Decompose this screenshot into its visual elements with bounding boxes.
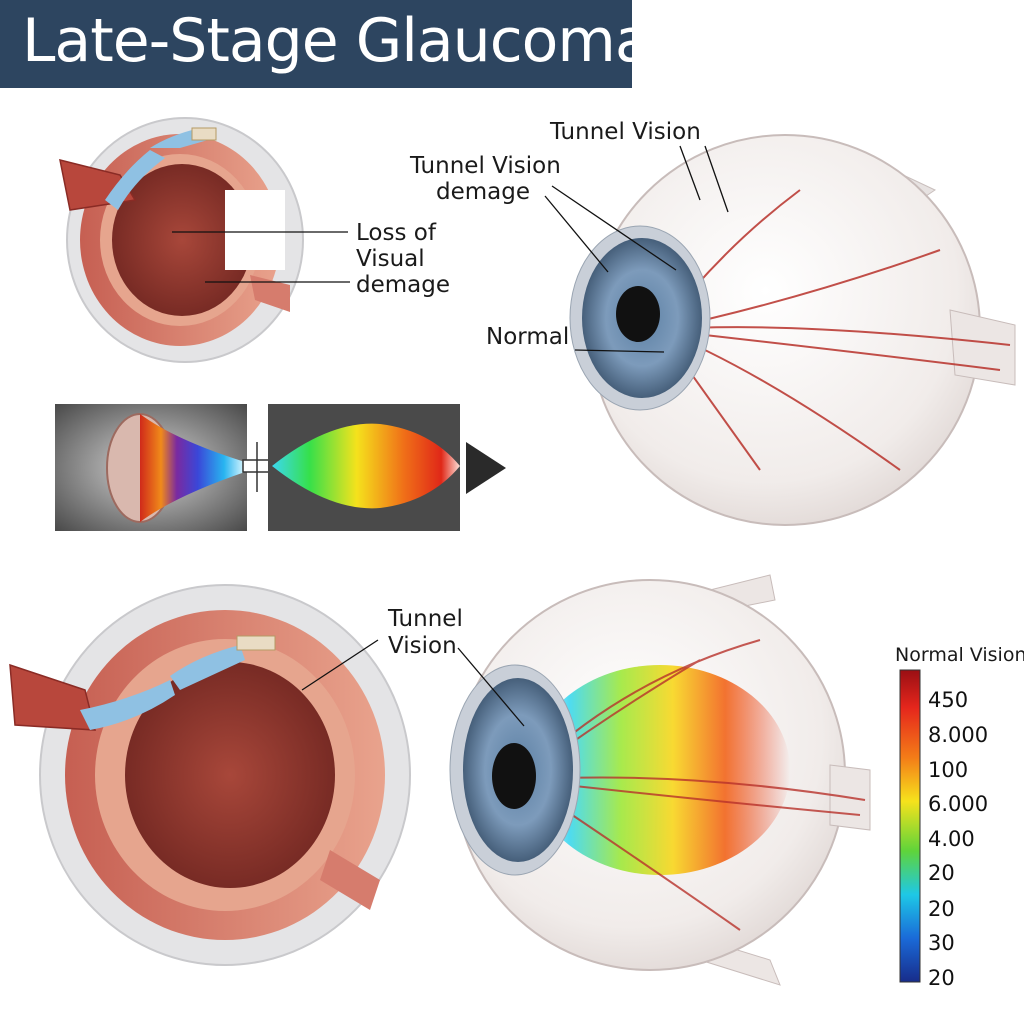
color-scale-bar [899,669,921,983]
title-banner: Late-Stage Glaucoma [0,0,652,88]
eye-cross-section-bottom [9,584,411,966]
colorbar-tick: 4.00 [928,827,975,851]
colorbar-tick: 450 [928,688,969,712]
spectrum-panel-right [268,404,460,531]
eyeball-bottom [449,574,871,986]
page-title: Late-Stage Glaucoma [22,6,652,76]
colorbar-title: Normal Vision [895,644,1024,666]
label-tunnel-vision-top: Tunnel Vision [550,119,701,145]
label-loss-of: Loss of [356,220,436,246]
leader-lines [172,145,729,727]
label-tunnel: Tunnel [388,606,463,632]
colorbar-tick: 20 [928,966,955,990]
label-demage: demage [356,272,450,298]
eye-cross-section-top [59,117,304,363]
colorbar-tick: 20 [928,897,955,921]
arrow-right-icon [466,442,506,494]
colorbar-tick: 8.000 [928,723,989,747]
colorbar-tick: 30 [928,931,955,955]
colorbar-tick: 20 [928,861,955,885]
label-tunnel-vision-damage-line1: Tunnel Vision [410,153,561,179]
spectrum-panel-left [55,404,247,531]
eyeball-top [569,134,1016,526]
label-vision: Vision [388,633,457,659]
label-normal: Normal [486,324,570,350]
colorbar-tick: 6.000 [928,792,989,816]
colorbar-tick: 100 [928,758,969,782]
label-tunnel-vision-damage-line2: demage [436,179,530,205]
label-visual: Visual [356,246,425,272]
